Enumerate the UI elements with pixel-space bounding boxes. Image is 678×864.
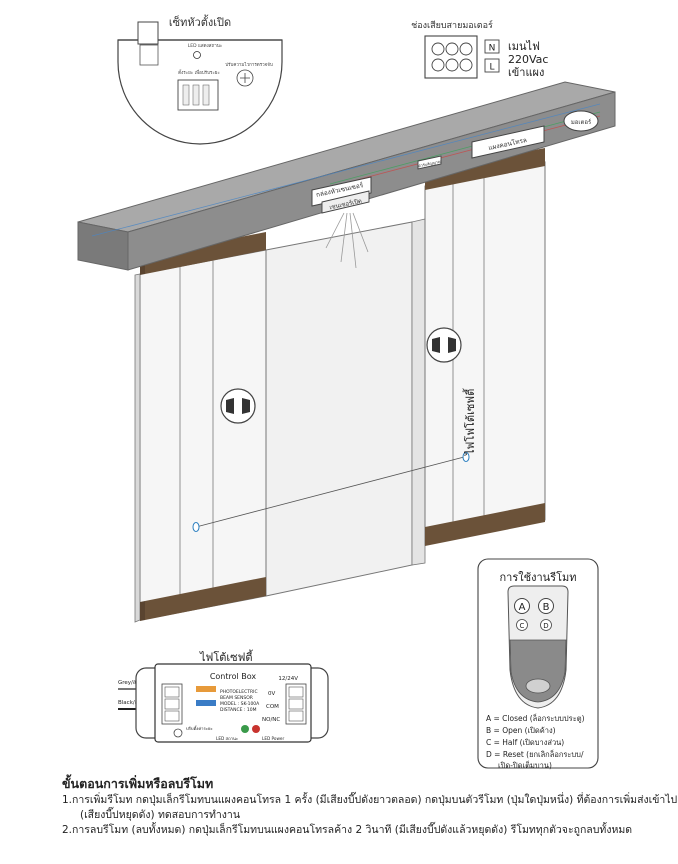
motor-icon xyxy=(563,110,599,132)
sensor-panel: เซ็ทหัวตั้งเปิด LED แสดงสถานะ ตั้งระยะ เ… xyxy=(117,14,283,145)
connector-title: ช่องเสียบสายมอเตอร์ xyxy=(411,19,493,31)
beam-emitter-icon xyxy=(192,522,200,532)
remote-title: การใช้งานรีโมท xyxy=(500,570,577,584)
remote-legend-line: เปิด-ปิดเต็มบาน) xyxy=(498,760,552,770)
remote-button-a xyxy=(514,598,530,614)
status-led-icon xyxy=(193,51,201,59)
instructions-title: ขั้นตอนการเพิ่มหรือลบรีโมท xyxy=(62,776,214,791)
instruction-step-1: 1.การเพิ่มรีโมท กดปุ่มเล็กรีโมทบนแผงคอนโ… xyxy=(62,794,678,806)
track-end xyxy=(77,221,129,271)
sensor-head-icon xyxy=(311,176,372,207)
spec-line: MODEL : SK-100A xyxy=(220,701,260,707)
status-led-green-icon xyxy=(241,725,249,733)
remote-legend-line: C = Half (เปิดบางส่วน) xyxy=(486,738,564,747)
remote-instructions: ขั้นตอนการเพิ่มหรือลบรีโมท 1.การเพิ่มรีโ… xyxy=(62,776,678,838)
n-terminal: N xyxy=(489,44,496,54)
remote-button-d xyxy=(540,619,552,631)
voltage-label: 220Vac xyxy=(508,53,548,66)
receiver-box-icon xyxy=(417,155,442,170)
left-inner-panel xyxy=(265,221,413,597)
control-box: ไฟโต้เซฟตี้ Grey/สายเทา Black/สายดำ Cont… xyxy=(118,649,329,743)
beam-receiver-icon xyxy=(462,452,470,462)
knob-label: ปรับตั้งค่าระยะ xyxy=(186,725,213,731)
door-sticker-icon xyxy=(426,327,462,363)
button-b-label: B xyxy=(543,602,550,613)
receiver-label: ตัวรับสัญญาณ xyxy=(418,159,442,169)
door-sticker-icon xyxy=(220,388,256,424)
remote-button-b xyxy=(538,598,554,614)
control-box-voltage: 12/24V xyxy=(278,676,298,682)
entry-label: เข้าแผง xyxy=(508,66,544,79)
spec-line: DISTANCE : 10M xyxy=(220,707,257,713)
button-a-label: A xyxy=(519,602,526,613)
button-d-label: D xyxy=(543,622,548,630)
adjust-label: ปรับความไวการตรวจจับ xyxy=(225,62,273,68)
left-door-panel xyxy=(139,249,267,621)
instruction-step-2: 2.การลบรีโมท (ลบทั้งหมด) กดปุ่มเล็กรีโมท… xyxy=(62,824,633,836)
button-c-label: C xyxy=(520,622,525,630)
beam-label: ไฟโฟโต้เซฟตี้ xyxy=(462,388,477,456)
motor-connector: ช่องเสียบสายมอเตอร์ N L เมนไฟ 220Vac เข้… xyxy=(411,19,548,79)
led-status-label: LED สถานะ xyxy=(216,736,238,741)
door-panels: ไฟโฟโต้เซฟตี้ xyxy=(134,148,546,623)
connector-block-icon xyxy=(424,35,478,79)
remote-panel: การใช้งานรีโมท A B C D A = Closed (ล็อกร… xyxy=(477,558,599,770)
spec-line: PHOTOELECTRIC xyxy=(220,689,258,695)
remote-legend-line: A = Closed (ล็อกระบบประตู) xyxy=(486,713,585,723)
sensor-chip-icon xyxy=(139,44,159,66)
l-terminal: L xyxy=(489,63,494,73)
main-power-label: เมนไฟ xyxy=(508,40,540,53)
led-label: LED แสดงสถานะ xyxy=(188,43,223,49)
com-label: COM xyxy=(266,704,279,710)
door-track: มอเตอร์ แผงคอนโทรล ตัวรับสัญญาณ กล่องหัว… xyxy=(77,81,616,271)
gray-wire-label: Grey/สายเทา xyxy=(118,679,151,686)
remote-legend-line: B = Open (เปิดค้าง) xyxy=(486,726,556,735)
motor-label: มอเตอร์ xyxy=(571,118,592,126)
black-wire-label: Black/สายดำ xyxy=(118,699,151,706)
control-board-icon xyxy=(471,125,545,159)
nonc-label: NO/NC xyxy=(262,717,280,723)
spec-line: BEAM SENSOR xyxy=(220,695,253,701)
ov-label: 0V xyxy=(268,691,275,697)
dip-label: ตั้งระยะ เพื่อปรับระยะ xyxy=(178,69,220,76)
control-box-title: Control Box xyxy=(210,672,257,681)
led-power-label: LED Power xyxy=(262,736,284,741)
power-led-red-icon xyxy=(252,725,260,733)
control-box-section-title: ไฟโต้เซฟตี้ xyxy=(199,649,254,664)
sensor-panel-title: เซ็ทหัวตั้งเปิด xyxy=(169,14,231,29)
range-knob-icon xyxy=(173,728,183,738)
remote-button-c xyxy=(516,619,528,631)
remote-legend-line: D = Reset (ยกเลิกล็อกระบบ/ xyxy=(486,749,584,759)
safety-beam-line xyxy=(195,456,465,528)
sensor-mount xyxy=(137,21,159,45)
instruction-step-1-cont: (เสียงบี๊ปหยุดดัง) ทดสอบการทำงาน xyxy=(80,809,241,821)
